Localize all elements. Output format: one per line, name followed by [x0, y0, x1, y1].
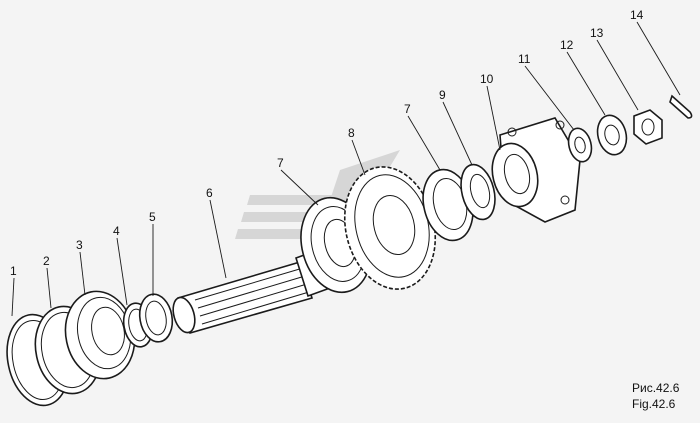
part-10-flange [491, 117, 581, 223]
callout-9: 9 [439, 88, 446, 102]
callout-12: 12 [560, 38, 574, 52]
leader-lines [11, 21, 681, 317]
callout-7-left: 7 [277, 156, 284, 170]
part-13-castle-nut [633, 109, 663, 145]
callout-8: 8 [348, 126, 355, 140]
callout-11: 11 [518, 52, 531, 66]
part-5-ring [138, 293, 174, 343]
callout-1: 1 [10, 264, 17, 278]
callout-13: 13 [590, 26, 604, 40]
part-9-collar [460, 163, 496, 221]
callout-3: 3 [76, 238, 83, 252]
part-12-washer [596, 114, 628, 156]
callout-labels: 1 2 3 4 5 6 7 8 7 9 10 11 12 13 14 [10, 8, 644, 278]
callout-7-right: 7 [404, 102, 411, 116]
callout-6: 6 [206, 186, 213, 200]
figure-caption-ru: Рис.42.6 [632, 381, 680, 395]
callout-14: 14 [630, 8, 644, 22]
part-14-cotter-pin [669, 94, 693, 119]
callout-5: 5 [149, 210, 156, 224]
figure-caption-en: Fig.42.6 [632, 397, 676, 411]
callout-10: 10 [480, 72, 494, 86]
callout-2: 2 [43, 254, 50, 268]
callout-4: 4 [113, 224, 120, 238]
part-11-washer [567, 127, 593, 163]
